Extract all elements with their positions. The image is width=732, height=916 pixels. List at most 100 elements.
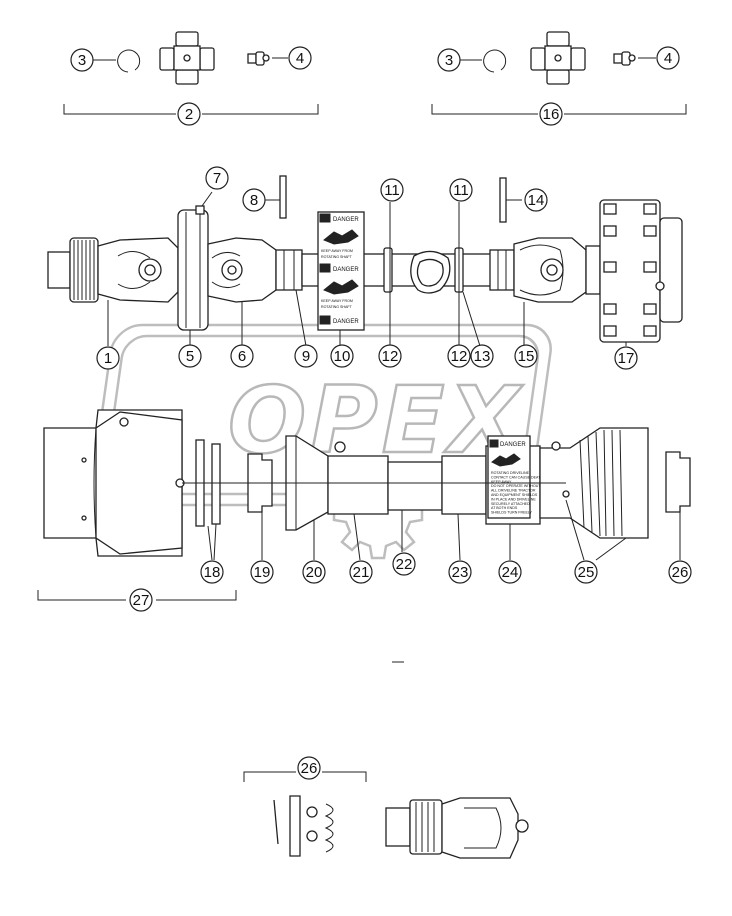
- callout-circle: [302, 560, 326, 584]
- repair-kit-left: [63, 31, 319, 115]
- spider-cross-icon: [159, 31, 215, 85]
- callout-circle: [230, 344, 254, 368]
- callout-16: 16: [539, 102, 563, 126]
- callout-26a: 26: [668, 560, 692, 584]
- callout-number: 2: [185, 106, 193, 123]
- callout-10: 10: [330, 344, 354, 368]
- callout-6: 6: [230, 344, 254, 368]
- callout-circle: [250, 560, 274, 584]
- callout-circle: [330, 344, 354, 368]
- callout-8: 8: [242, 188, 266, 212]
- callout-number: 10: [334, 348, 351, 365]
- callout-24: 24: [498, 560, 522, 584]
- callout-number: 12: [382, 348, 399, 365]
- callout-circle: [514, 344, 538, 368]
- callout-7: 7: [205, 166, 229, 190]
- callout-number: 26: [301, 760, 318, 777]
- callout-circle: [449, 178, 473, 202]
- callout-number: 13: [474, 348, 491, 365]
- callout-circle: [242, 188, 266, 212]
- decal-line: KEEP AWAY FROM: [321, 299, 353, 303]
- grease-nipple-icon: [247, 51, 270, 66]
- decal-heading: DANGER: [333, 267, 359, 273]
- callout-3a: 3: [70, 48, 94, 72]
- callout-circle: [498, 560, 522, 584]
- callout-11b: 11: [449, 178, 473, 202]
- callout-18: 18: [200, 560, 224, 584]
- clutch-bolts: [603, 203, 657, 337]
- callout-number: 21: [353, 564, 370, 581]
- repair-kit-right: [431, 31, 687, 115]
- callout-number: 15: [518, 348, 535, 365]
- callout-2: 2: [177, 102, 201, 126]
- decal-heading: DANGER: [500, 442, 526, 448]
- callout-circle: [447, 344, 471, 368]
- callout-number: 3: [445, 52, 453, 69]
- decal-line: ROTATING SHAFT: [321, 255, 353, 259]
- callout-9: 9: [294, 344, 318, 368]
- callout-circle: [129, 588, 153, 612]
- callout-number: 4: [664, 50, 672, 67]
- callout-circle: [378, 344, 402, 368]
- callout-25: 25: [574, 560, 598, 584]
- callout-1: 1: [96, 346, 120, 370]
- callout-circle: [656, 46, 680, 70]
- decal-heading: DANGER: [333, 217, 359, 223]
- callout-number: 16: [543, 106, 560, 123]
- decal-line: ROTATING SHAFT: [321, 305, 353, 309]
- callout-circle: [70, 48, 94, 72]
- callout-14: 14: [524, 188, 548, 212]
- circlip-icon: [483, 49, 507, 73]
- callout-3b: 3: [437, 48, 461, 72]
- callout-15: 15: [514, 344, 538, 368]
- callout-circle: [205, 166, 229, 190]
- callout-20: 20: [302, 560, 326, 584]
- callout-circle: [524, 188, 548, 212]
- callout-circle: [297, 756, 321, 780]
- callout-17: 17: [614, 346, 638, 370]
- callout-circle: [668, 560, 692, 584]
- callout-19: 19: [250, 560, 274, 584]
- decal-line: ALL DRIVELINE TRACTOR: [491, 489, 536, 493]
- detail-26: [243, 661, 529, 859]
- callout-circle: [380, 178, 404, 202]
- callout-number: 9: [302, 348, 310, 365]
- spider-cross-icon: [530, 31, 586, 85]
- decal-line: ROTATING DRIVELINE: [491, 471, 530, 475]
- callout-4a: 4: [288, 46, 312, 70]
- callout-circle: [437, 48, 461, 72]
- decal-line: AND EQUIPMENT SHIELDS: [491, 493, 538, 497]
- callout-number: 17: [618, 350, 635, 367]
- callout-number: 4: [296, 50, 304, 67]
- callout-number: 23: [452, 564, 469, 581]
- callout-circle: [539, 102, 563, 126]
- callout-number: 20: [306, 564, 323, 581]
- driveshaft-assembly: DANGER KEEP AWAY FROM ROTATING SHAFT DAN…: [47, 175, 683, 343]
- callout-number: 11: [384, 182, 400, 199]
- callout-21: 21: [349, 560, 373, 584]
- callout-number: 6: [238, 348, 246, 365]
- callout-circle: [614, 346, 638, 370]
- decal-line: KEEP AWAY: [491, 480, 512, 484]
- decal-line: DO NOT OPERATE WITHOUT: [491, 484, 541, 488]
- callout-number: 25: [578, 564, 595, 581]
- callout-11a: 11: [380, 178, 404, 202]
- decal-line: SHIELDS TURN FREELY: [491, 511, 533, 515]
- callout-circle: [574, 560, 598, 584]
- callout-number: 27: [133, 592, 150, 609]
- decal-line: IN PLACE AND DRIVELINE: [491, 497, 536, 501]
- danger-decal: DANGER KEEP AWAY FROM ROTATING SHAFT DAN…: [317, 211, 365, 331]
- callout-number: 18: [204, 564, 221, 581]
- callout-number: 24: [502, 564, 519, 581]
- callout-number: 26: [672, 564, 689, 581]
- callout-number: 22: [396, 556, 413, 573]
- callout-number: 11: [453, 182, 469, 199]
- decal-line: KEEP AWAY FROM: [321, 249, 353, 253]
- callout-circle: [177, 102, 201, 126]
- callout-12b: 12: [447, 344, 471, 368]
- callout-number: 3: [78, 52, 86, 69]
